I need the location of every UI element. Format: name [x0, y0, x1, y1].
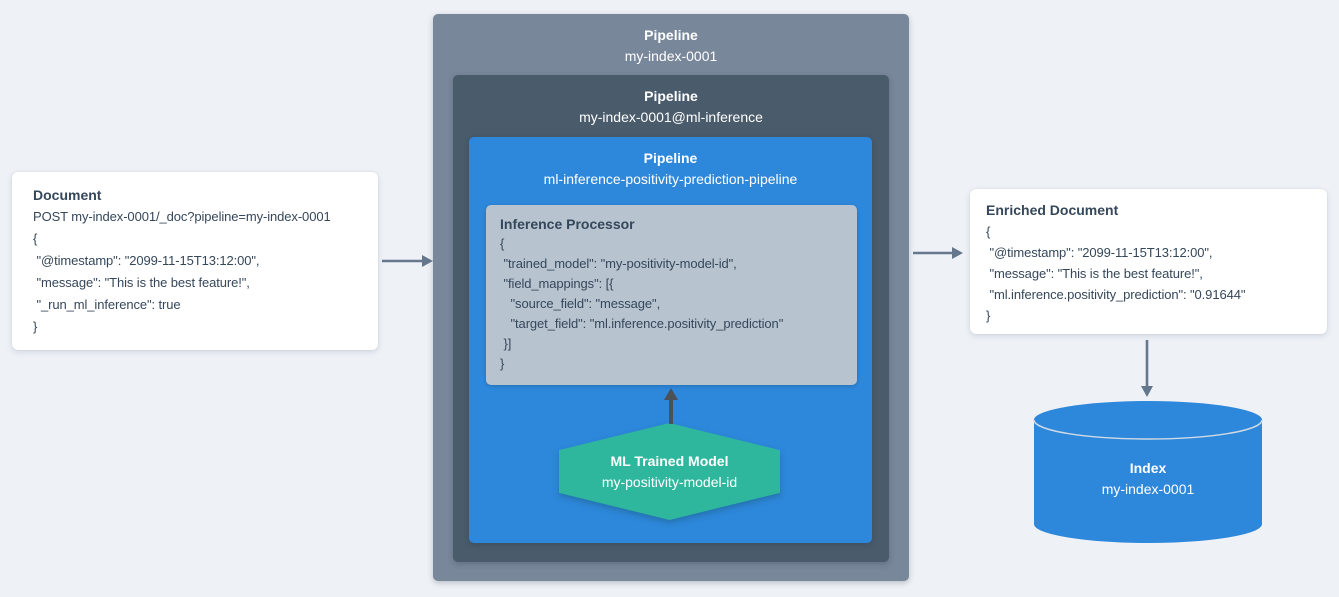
ml-trained-model-name: my-positivity-model-id	[601, 473, 738, 490]
index-label: Index my-index-0001	[1033, 458, 1263, 500]
document-line: }	[33, 319, 38, 334]
index-node: Index my-index-0001	[1033, 400, 1263, 544]
document-line: "_run_ml_inference": true	[33, 297, 181, 312]
inference-processor-box: Inference Processor { "trained_model": "…	[486, 205, 857, 385]
enriched-line: {	[986, 224, 991, 239]
enriched-document-title: Enriched Document	[986, 202, 1119, 218]
document-line: {	[33, 231, 38, 246]
ml-trained-model-node: ML Trained Model my-positivity-model-id	[559, 423, 780, 520]
index-name: my-index-0001	[1101, 481, 1195, 497]
index-title: Index	[1129, 460, 1167, 476]
document-line: "message": "This is the best feature!",	[33, 275, 250, 290]
processor-line: }	[500, 356, 505, 371]
processor-line: "trained_model": "my-positivity-model-id…	[500, 256, 737, 271]
pipeline-inference-title: Pipeline	[643, 150, 698, 166]
document-line: POST my-index-0001/_doc?pipeline=my-inde…	[33, 209, 331, 224]
document-card-body: POST my-index-0001/_doc?pipeline=my-inde…	[33, 206, 360, 338]
pipeline-outer-title: Pipeline	[644, 27, 698, 43]
flow-arrow-pipeline-to-enriched-document	[913, 247, 963, 259]
processor-line: {	[500, 236, 505, 251]
pipeline-ml-name: my-index-0001@ml-inference	[579, 109, 763, 125]
enriched-line: "@timestamp": "2099-11-15T13:12:00",	[986, 245, 1213, 260]
pipeline-outer-box: Pipeline my-index-0001 Pipeline my-index…	[433, 14, 909, 581]
processor-line: }]	[500, 336, 512, 351]
document-line: "@timestamp": "2099-11-15T13:12:00",	[33, 253, 260, 268]
processor-line: "target_field": "ml.inference.positivity…	[500, 316, 784, 331]
pipeline-outer-name: my-index-0001	[624, 48, 718, 64]
flow-arrow-enriched-document-to-index	[1141, 340, 1153, 397]
processor-line: "source_field": "message",	[500, 296, 661, 311]
enriched-document-card: Enriched Document { "@timestamp": "2099-…	[970, 189, 1327, 334]
enriched-document-body: { "@timestamp": "2099-11-15T13:12:00", "…	[986, 221, 1313, 326]
pipeline-ml-inference-box: Pipeline my-index-0001@ml-inference Pipe…	[453, 75, 889, 562]
enriched-line: "ml.inference.positivity_prediction": "0…	[986, 287, 1246, 302]
enriched-line: }	[986, 308, 991, 323]
pipeline-inference-box: Pipeline ml-inference-positivity-predict…	[469, 137, 872, 543]
pipeline-inference-name: ml-inference-positivity-prediction-pipel…	[543, 171, 798, 187]
inference-processor-title: Inference Processor	[500, 216, 635, 232]
processor-line: "field_mappings": [{	[500, 276, 614, 291]
index-cylinder-shape	[1033, 401, 1263, 543]
document-card-title: Document	[33, 187, 102, 203]
enriched-line: "message": "This is the best feature!",	[986, 266, 1203, 281]
ml-trained-model-title: ML Trained Model	[610, 452, 729, 469]
pipeline-ml-title: Pipeline	[644, 88, 698, 104]
document-card: Document POST my-index-0001/_doc?pipelin…	[12, 172, 378, 350]
flow-arrow-document-to-pipeline	[382, 255, 433, 267]
ml-trained-model-hexagon: ML Trained Model my-positivity-model-id	[559, 423, 780, 520]
